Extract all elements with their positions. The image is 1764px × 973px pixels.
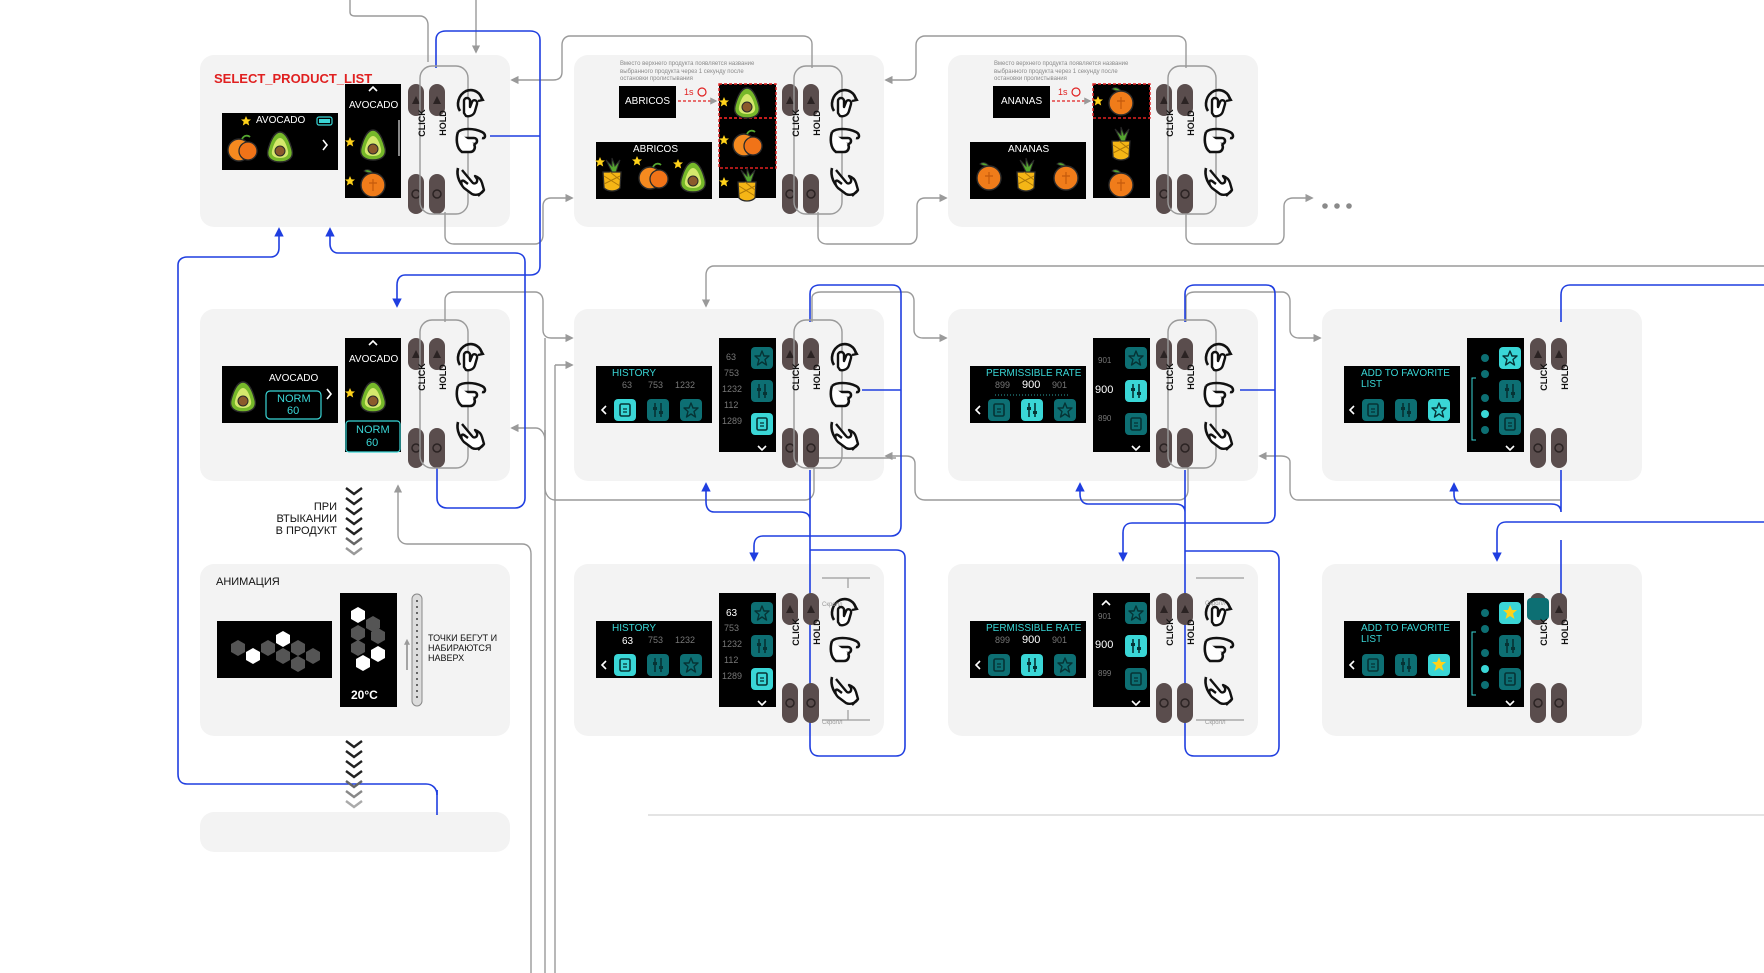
chevron-stack-icon-2	[345, 740, 363, 809]
insert-note: ПРИ ВТЫКАНИИ В ПРОДУКТ	[275, 501, 337, 538]
history-value-3: 1232	[675, 380, 696, 390]
hold-label: HOLD	[812, 364, 823, 390]
click-label: CLICK	[791, 363, 802, 391]
history-scroll-screen	[596, 593, 776, 707]
ananas-title: ANANAS	[1001, 96, 1043, 107]
history-value-2: 753	[648, 635, 664, 645]
norm-label: NORM	[356, 424, 390, 436]
list-header-avocado: AVOCADO	[349, 354, 399, 365]
hold-label: HOLD	[1560, 364, 1571, 390]
rate-value-1: 899	[995, 635, 1011, 645]
hold-label: HOLD	[1186, 364, 1197, 390]
history-value-2: 753	[648, 380, 664, 390]
delay-label: 1s	[1058, 87, 1068, 97]
click-label: CLICK	[417, 109, 428, 137]
blue-connectors	[177, 30, 1764, 815]
gray-connectors	[349, 0, 1764, 973]
temperature-label: 20°C	[351, 688, 378, 702]
select-product-list-title: SELECT_PRODUCT_LIST	[214, 71, 373, 86]
rate-value-3: 901	[1052, 380, 1068, 390]
history-list-4: 112	[724, 400, 739, 410]
permissible-scroll-screen	[970, 593, 1150, 707]
norm-label: NORM	[277, 393, 311, 405]
history-list-1: 63	[726, 352, 737, 362]
animation-screen	[217, 593, 423, 707]
clock-icon	[697, 87, 707, 97]
click-label: CLICK	[1539, 618, 1550, 646]
abricos-title: ABRICOS	[625, 96, 671, 107]
favorite-selected-screen	[1344, 593, 1549, 707]
history-list-2: 753	[724, 623, 740, 633]
ananas-header: ANANAS	[1008, 144, 1050, 155]
history-list-5: 1289	[722, 416, 743, 426]
chevron-stack-icon	[345, 487, 363, 556]
selection-note: Вместо верхнего продукта появляется назв…	[994, 61, 1129, 82]
hold-label: HOLD	[812, 619, 823, 645]
list-header-avocado: AVOCADO	[349, 100, 399, 111]
rate-list-3: 890	[1098, 414, 1112, 423]
rate-value-2: 900	[1022, 634, 1041, 646]
click-label: CLICK	[1165, 109, 1176, 137]
hold-label: HOLD	[438, 364, 449, 390]
history-list-4: 112	[724, 655, 739, 665]
click-label: CLICK	[791, 109, 802, 137]
norm-value: 60	[287, 405, 300, 417]
scroll-up-label: Скролл	[822, 602, 843, 608]
permissible-screen	[970, 338, 1150, 452]
rate-value-2: 900	[1022, 379, 1041, 391]
buttons-card10	[1155, 577, 1244, 724]
favorite-screen	[1344, 338, 1524, 452]
history-value-3: 1232	[675, 635, 696, 645]
buttons-card9	[781, 577, 870, 724]
favorite-title: ADD TO FAVORITE LIST	[1361, 623, 1450, 645]
hold-label: HOLD	[1186, 110, 1197, 136]
permissible-title: PERMISSIBLE RATE	[986, 623, 1082, 634]
favorite-title: ADD TO FAVORITE LIST	[1361, 368, 1450, 390]
history-screen	[596, 338, 776, 452]
rate-list-2: 900	[1095, 639, 1114, 651]
hold-label: HOLD	[1560, 619, 1571, 645]
history-value-1: 63	[622, 380, 633, 390]
clock-icon	[1071, 87, 1081, 97]
delay-label: 1s	[684, 87, 694, 97]
click-label: CLICK	[1165, 363, 1176, 391]
click-label: CLICK	[1165, 618, 1176, 646]
history-list-1: 63	[726, 608, 738, 619]
history-list-5: 1289	[722, 671, 743, 681]
rate-list-2: 900	[1095, 384, 1114, 396]
history-title: HISTORY	[612, 623, 657, 634]
rate-list-3: 899	[1098, 669, 1112, 678]
rate-list-1: 901	[1098, 356, 1112, 365]
hold-label: HOLD	[438, 110, 449, 136]
rate-value-3: 901	[1052, 635, 1068, 645]
selection-note: Вместо верхнего продукта появляется назв…	[620, 61, 755, 82]
rate-value-1: 899	[995, 380, 1011, 390]
animation-title: АНИМАЦИЯ	[216, 576, 280, 588]
dots-note: ТОЧКИ БЕГУТ И НАБИРАЮТСЯ НАВЕРХ	[428, 633, 498, 663]
history-list-3: 1232	[722, 384, 743, 394]
card-bottom	[200, 812, 510, 852]
history-list-2: 753	[724, 368, 740, 378]
history-value-1: 63	[622, 636, 634, 647]
history-title: HISTORY	[612, 368, 657, 379]
norm-value: 60	[366, 437, 379, 449]
product-name-avocado: AVOCADO	[256, 115, 306, 126]
history-list-3: 1232	[722, 639, 743, 649]
click-label: CLICK	[417, 363, 428, 391]
scroll-label: Скролл	[1205, 720, 1226, 726]
scroll-label: Скролл	[1205, 601, 1226, 607]
click-label: CLICK	[791, 618, 802, 646]
scroll-down-label: Скролл	[822, 720, 843, 726]
abricos-header: ABRICOS	[633, 144, 679, 155]
hold-label: HOLD	[812, 110, 823, 136]
permissible-title: PERMISSIBLE RATE	[986, 368, 1082, 379]
click-label: CLICK	[1539, 363, 1550, 391]
rate-list-1: 901	[1098, 612, 1112, 621]
avocado-title: AVOCADO	[269, 373, 319, 384]
hold-label: HOLD	[1186, 619, 1197, 645]
battery-icon	[316, 116, 333, 126]
